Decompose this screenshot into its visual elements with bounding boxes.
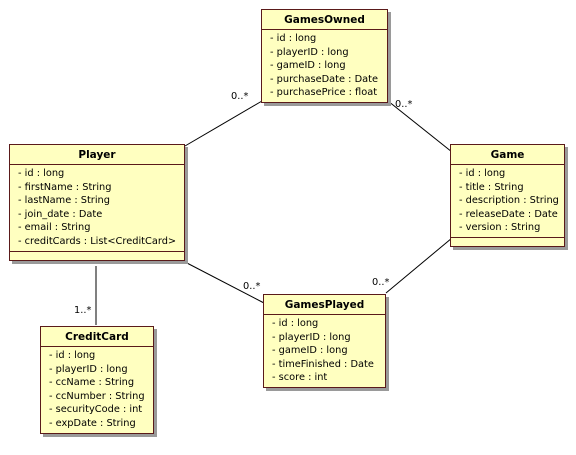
- attribute: - gameID : long: [270, 60, 346, 72]
- attribute: - ccNumber : String: [49, 390, 145, 402]
- multiplicity-player-gamesplayed: 0..*: [243, 281, 261, 292]
- attribute: - timeFinished : Date: [272, 358, 374, 370]
- operations-compartment: [451, 236, 564, 246]
- association-game-gamesplayed: [385, 237, 453, 294]
- attribute: - playerID : long: [272, 331, 351, 343]
- attribute-list: - id : long - playerID : long - gameID :…: [264, 315, 385, 387]
- attribute: - version : String: [459, 222, 541, 234]
- attribute-list: - id : long - title : String - descripti…: [451, 165, 564, 237]
- attribute: - playerID : long: [49, 363, 128, 375]
- association-gamesowned-game: [387, 100, 453, 153]
- class-name: CreditCard: [41, 327, 153, 347]
- attribute: - title : String: [459, 181, 524, 193]
- multiplicity-game-gamesplayed: 0..*: [372, 277, 390, 288]
- attribute: - lastName : String: [18, 195, 110, 207]
- attribute: - purchasePrice : float: [270, 87, 378, 99]
- attribute: - description : String: [459, 195, 559, 207]
- class-game[interactable]: Game - id : long - title : String - desc…: [450, 144, 565, 247]
- attribute: - firstName : String: [18, 181, 112, 193]
- attribute: - releaseDate : Date: [459, 208, 558, 220]
- attribute: - id : long: [459, 168, 506, 179]
- class-name: GamesPlayed: [264, 295, 385, 315]
- association-player-gamesowned: [184, 100, 263, 147]
- operations-compartment: [10, 250, 184, 260]
- association-player-gamesplayed: [184, 261, 265, 304]
- attribute-list: - id : long - playerID : long - gameID :…: [262, 30, 387, 102]
- class-gamesplayed[interactable]: GamesPlayed - id : long - playerID : lon…: [263, 294, 386, 388]
- attribute: - creditCards : List<CreditCard>: [18, 235, 177, 247]
- class-name: Player: [10, 145, 184, 165]
- attribute: - id : long: [272, 318, 319, 329]
- attribute: - score : int: [272, 372, 328, 384]
- class-player[interactable]: Player - id : long - firstName : String …: [9, 144, 185, 261]
- attribute: - id : long: [18, 168, 65, 179]
- attribute-list: - id : long - playerID : long - ccName :…: [41, 347, 153, 433]
- attribute: - playerID : long: [270, 46, 349, 58]
- attribute-list: - id : long - firstName : String - lastN…: [10, 165, 184, 251]
- class-name: Game: [451, 145, 564, 165]
- attribute: - email : String: [18, 222, 91, 234]
- attribute: - securityCode : int: [49, 404, 143, 416]
- multiplicity-game-gamesowned: 0..*: [395, 99, 413, 110]
- attribute: - id : long: [270, 33, 317, 44]
- class-gamesowned[interactable]: GamesOwned - id : long - playerID : long…: [261, 9, 388, 103]
- multiplicity-player-creditcard: 1..*: [74, 305, 92, 316]
- attribute: - gameID : long: [272, 345, 348, 357]
- attribute: - expDate : String: [49, 417, 136, 429]
- attribute: - purchaseDate : Date: [270, 73, 378, 85]
- attribute: - ccName : String: [49, 377, 135, 389]
- class-creditcard[interactable]: CreditCard - id : long - playerID : long…: [40, 326, 154, 434]
- class-name: GamesOwned: [262, 10, 387, 30]
- attribute: - join_date : Date: [18, 208, 103, 220]
- multiplicity-player-gamesowned: 0..*: [231, 91, 249, 102]
- attribute: - id : long: [49, 350, 96, 361]
